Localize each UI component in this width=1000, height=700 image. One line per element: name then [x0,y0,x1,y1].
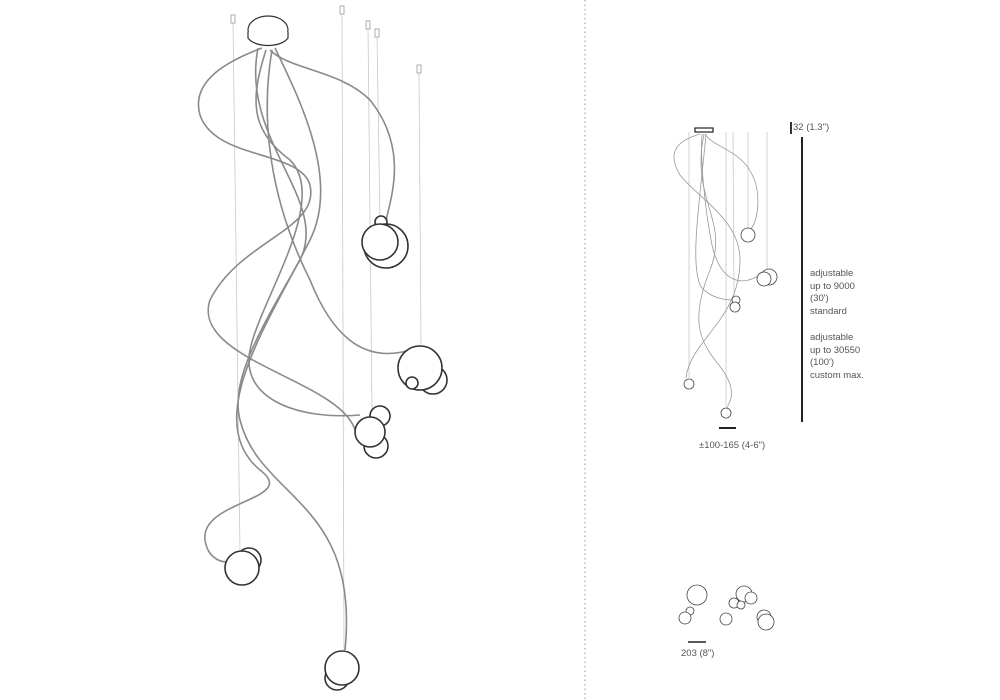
cables [197,47,411,651]
text-line: (100') [810,357,834,368]
suspension-wires [230,5,422,656]
large-elevation [197,5,448,691]
plan-spacing-label: 203 (8") [681,648,715,659]
canopy-small [694,127,714,133]
text-line: up to 9000 [810,280,855,292]
dimension-lines [688,122,803,643]
globes-small [683,227,778,419]
text-line: adjustable [810,268,854,279]
globes [224,215,448,691]
custom-drop-label: adjustable up to 30550 (100') custom max… [810,332,864,382]
canopy-height-label: 32 (1.3") [793,122,830,133]
cables-small [673,133,765,409]
text-line: (30') [810,293,829,304]
text-line: adjustable [810,332,854,343]
suspension-wires-small [688,131,768,406]
globe-size-label: ±100-165 (4-6") [699,440,766,451]
text-line: custom max. [810,369,864,381]
canopy [247,15,289,47]
small-elevation [673,122,803,643]
text-line: standard [810,305,847,317]
standard-drop-label: adjustable up to 9000 (30') standard [810,268,855,318]
plan-view [678,584,775,631]
text-line: up to 30550 [810,344,861,356]
